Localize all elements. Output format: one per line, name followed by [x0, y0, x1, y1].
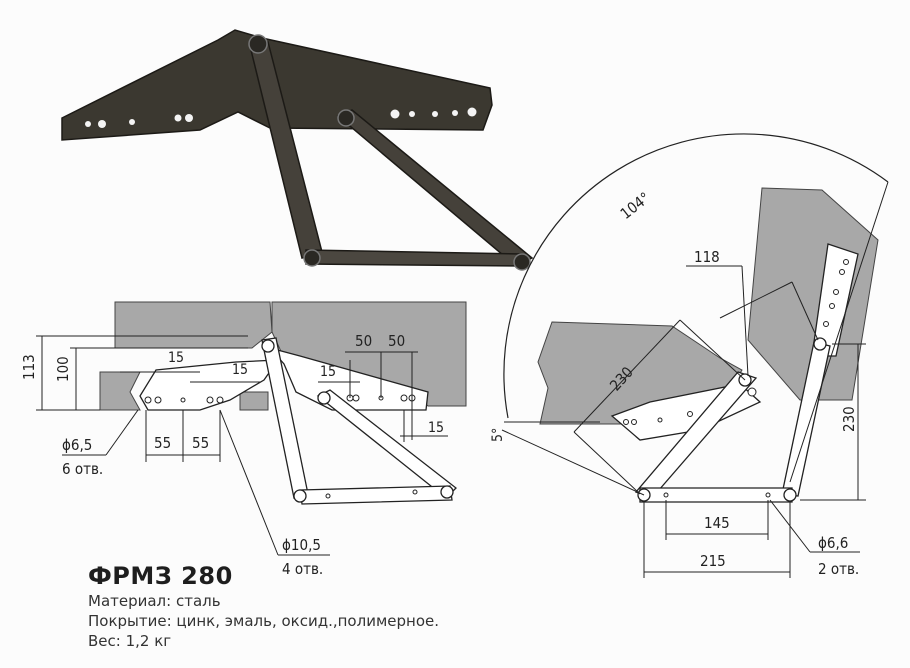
- dim-230-vertical: 230: [840, 406, 858, 432]
- callout-holes-dia: ϕ6,6: [818, 534, 848, 552]
- angle-5: 5°: [490, 428, 506, 442]
- callout-large-holes-dia: ϕ10,5: [282, 536, 321, 554]
- callout-small-holes-dia: ϕ6,5: [62, 436, 92, 454]
- dim-50-b: 50: [388, 332, 405, 350]
- weight-line: Вес: 1,2 кг: [88, 632, 172, 650]
- dim-100: 100: [54, 356, 72, 382]
- drawing-right: [501, 133, 889, 578]
- dim-55-a: 55: [154, 434, 171, 452]
- product-info: ФРМЗ 280 Материал: сталь Покрытие: цинк,…: [88, 562, 439, 650]
- dim-15-d: 15: [428, 420, 444, 436]
- callout-large-holes-count: 4 отв.: [282, 560, 323, 578]
- callout-holes-count: 2 отв.: [818, 560, 859, 578]
- mechanism-photo: [61, 29, 534, 271]
- drawing-left: [36, 301, 467, 556]
- material-line: Материал: сталь: [88, 592, 221, 610]
- dim-15-a: 15: [168, 350, 184, 366]
- dim-50-a: 50: [355, 332, 372, 350]
- coating-line: Покрытие: цинк, эмаль, оксид.,полимерное…: [88, 612, 439, 630]
- angle-104: 104°: [617, 189, 654, 223]
- dim-113: 113: [20, 354, 38, 380]
- dim-15-c: 15: [320, 364, 336, 380]
- dim-215: 215: [700, 552, 726, 570]
- dim-145: 145: [704, 514, 730, 532]
- product-title: ФРМЗ 280: [88, 562, 233, 590]
- dim-15-b: 15: [232, 362, 248, 378]
- dim-55-b: 55: [192, 434, 209, 452]
- callout-small-holes-count: 6 отв.: [62, 460, 103, 478]
- dim-118: 118: [694, 248, 720, 266]
- drawing-left-labels: 113 100 15 15 15 15 50 50 55 55 ϕ6,5 6 о…: [20, 332, 444, 578]
